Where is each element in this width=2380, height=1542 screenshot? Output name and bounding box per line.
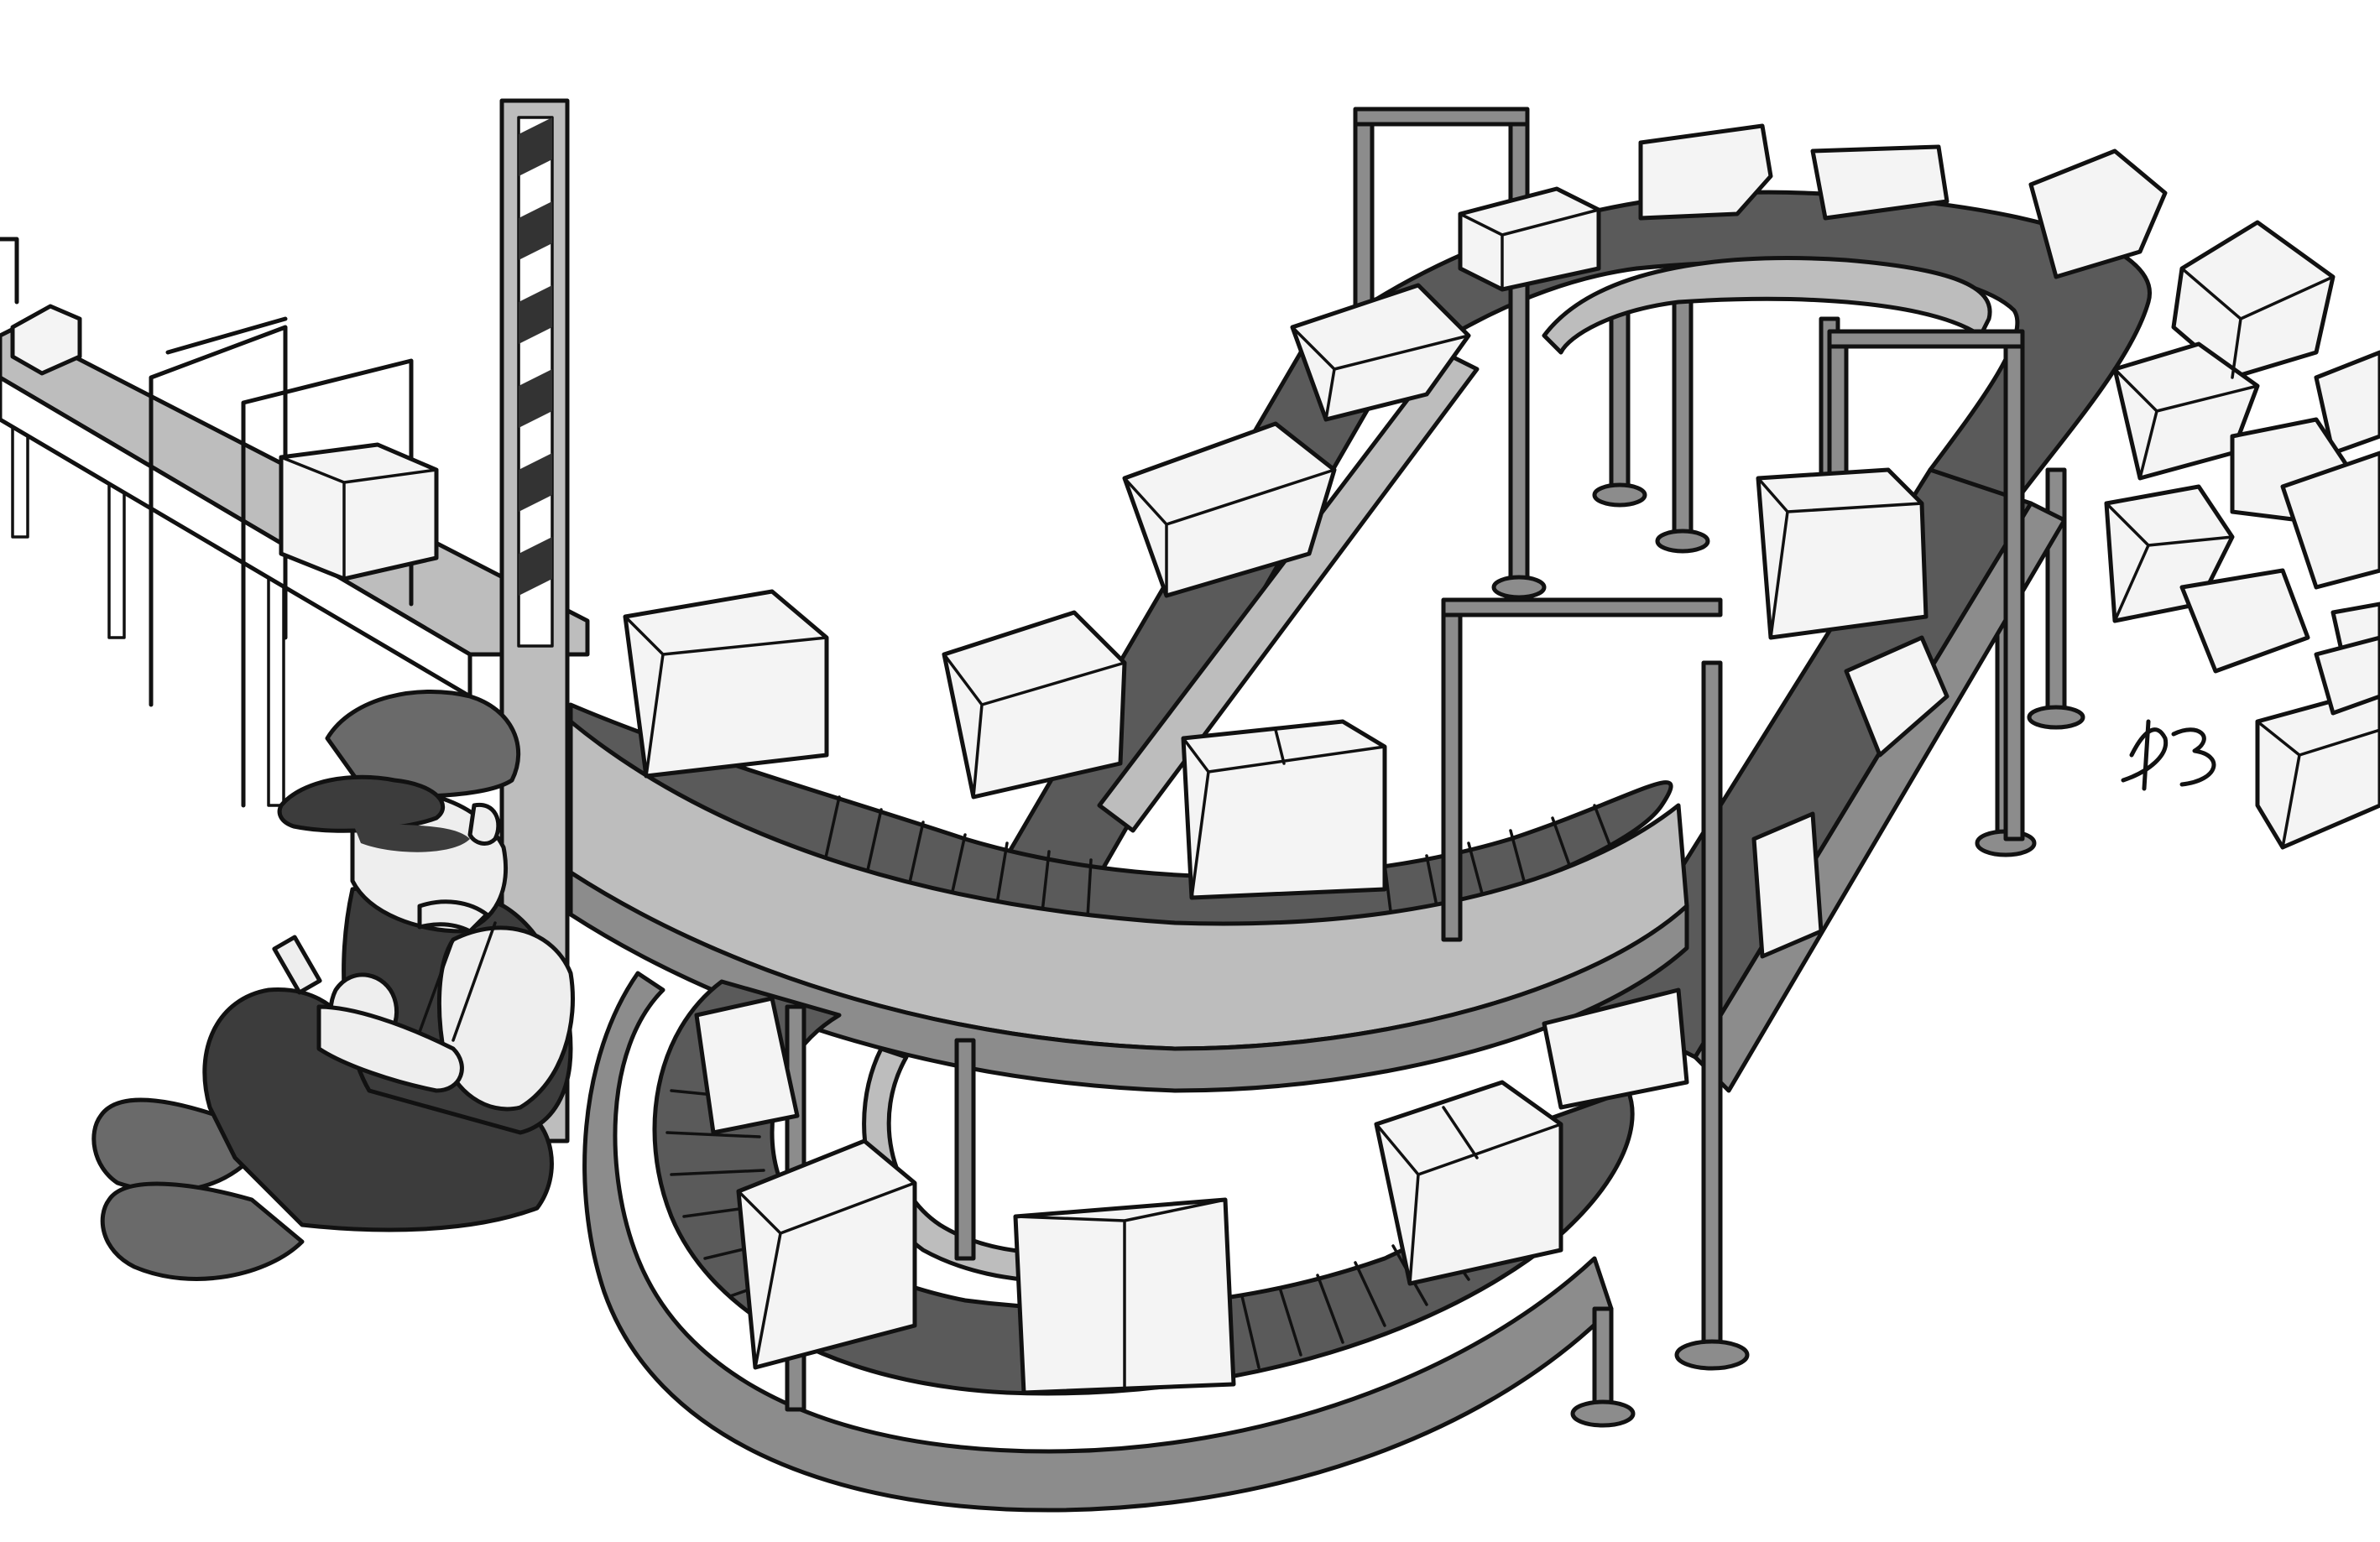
worker-cap-brim xyxy=(277,774,446,833)
left-gate-frames xyxy=(0,237,414,808)
worker-left-boot xyxy=(91,1097,254,1194)
phone-icon xyxy=(272,935,322,995)
fallen-box-pile-edges xyxy=(2105,267,2380,849)
middle-belt-slats xyxy=(821,795,1617,933)
worker-forearm xyxy=(316,1004,464,1093)
conveyor-boxes xyxy=(623,123,2168,1395)
worker-collar xyxy=(417,899,489,934)
diagonal-rail xyxy=(1097,350,1480,833)
worker-ear xyxy=(467,802,501,846)
seated-worker-with-phone xyxy=(91,689,575,1281)
spiral-conveyor-loop xyxy=(568,107,2168,1513)
artist-signature-glyph xyxy=(2121,719,2216,791)
fallen-box-pile xyxy=(2104,220,2380,850)
worker-shirt-sleeve xyxy=(436,925,575,1112)
middle-rail-edge xyxy=(568,870,1689,1093)
left-line-boxes xyxy=(10,304,439,581)
straight-conveyor-line xyxy=(0,237,590,808)
worker-cap xyxy=(325,689,521,800)
worker-right-boot xyxy=(100,1181,305,1281)
upper-rail xyxy=(1542,256,1992,355)
